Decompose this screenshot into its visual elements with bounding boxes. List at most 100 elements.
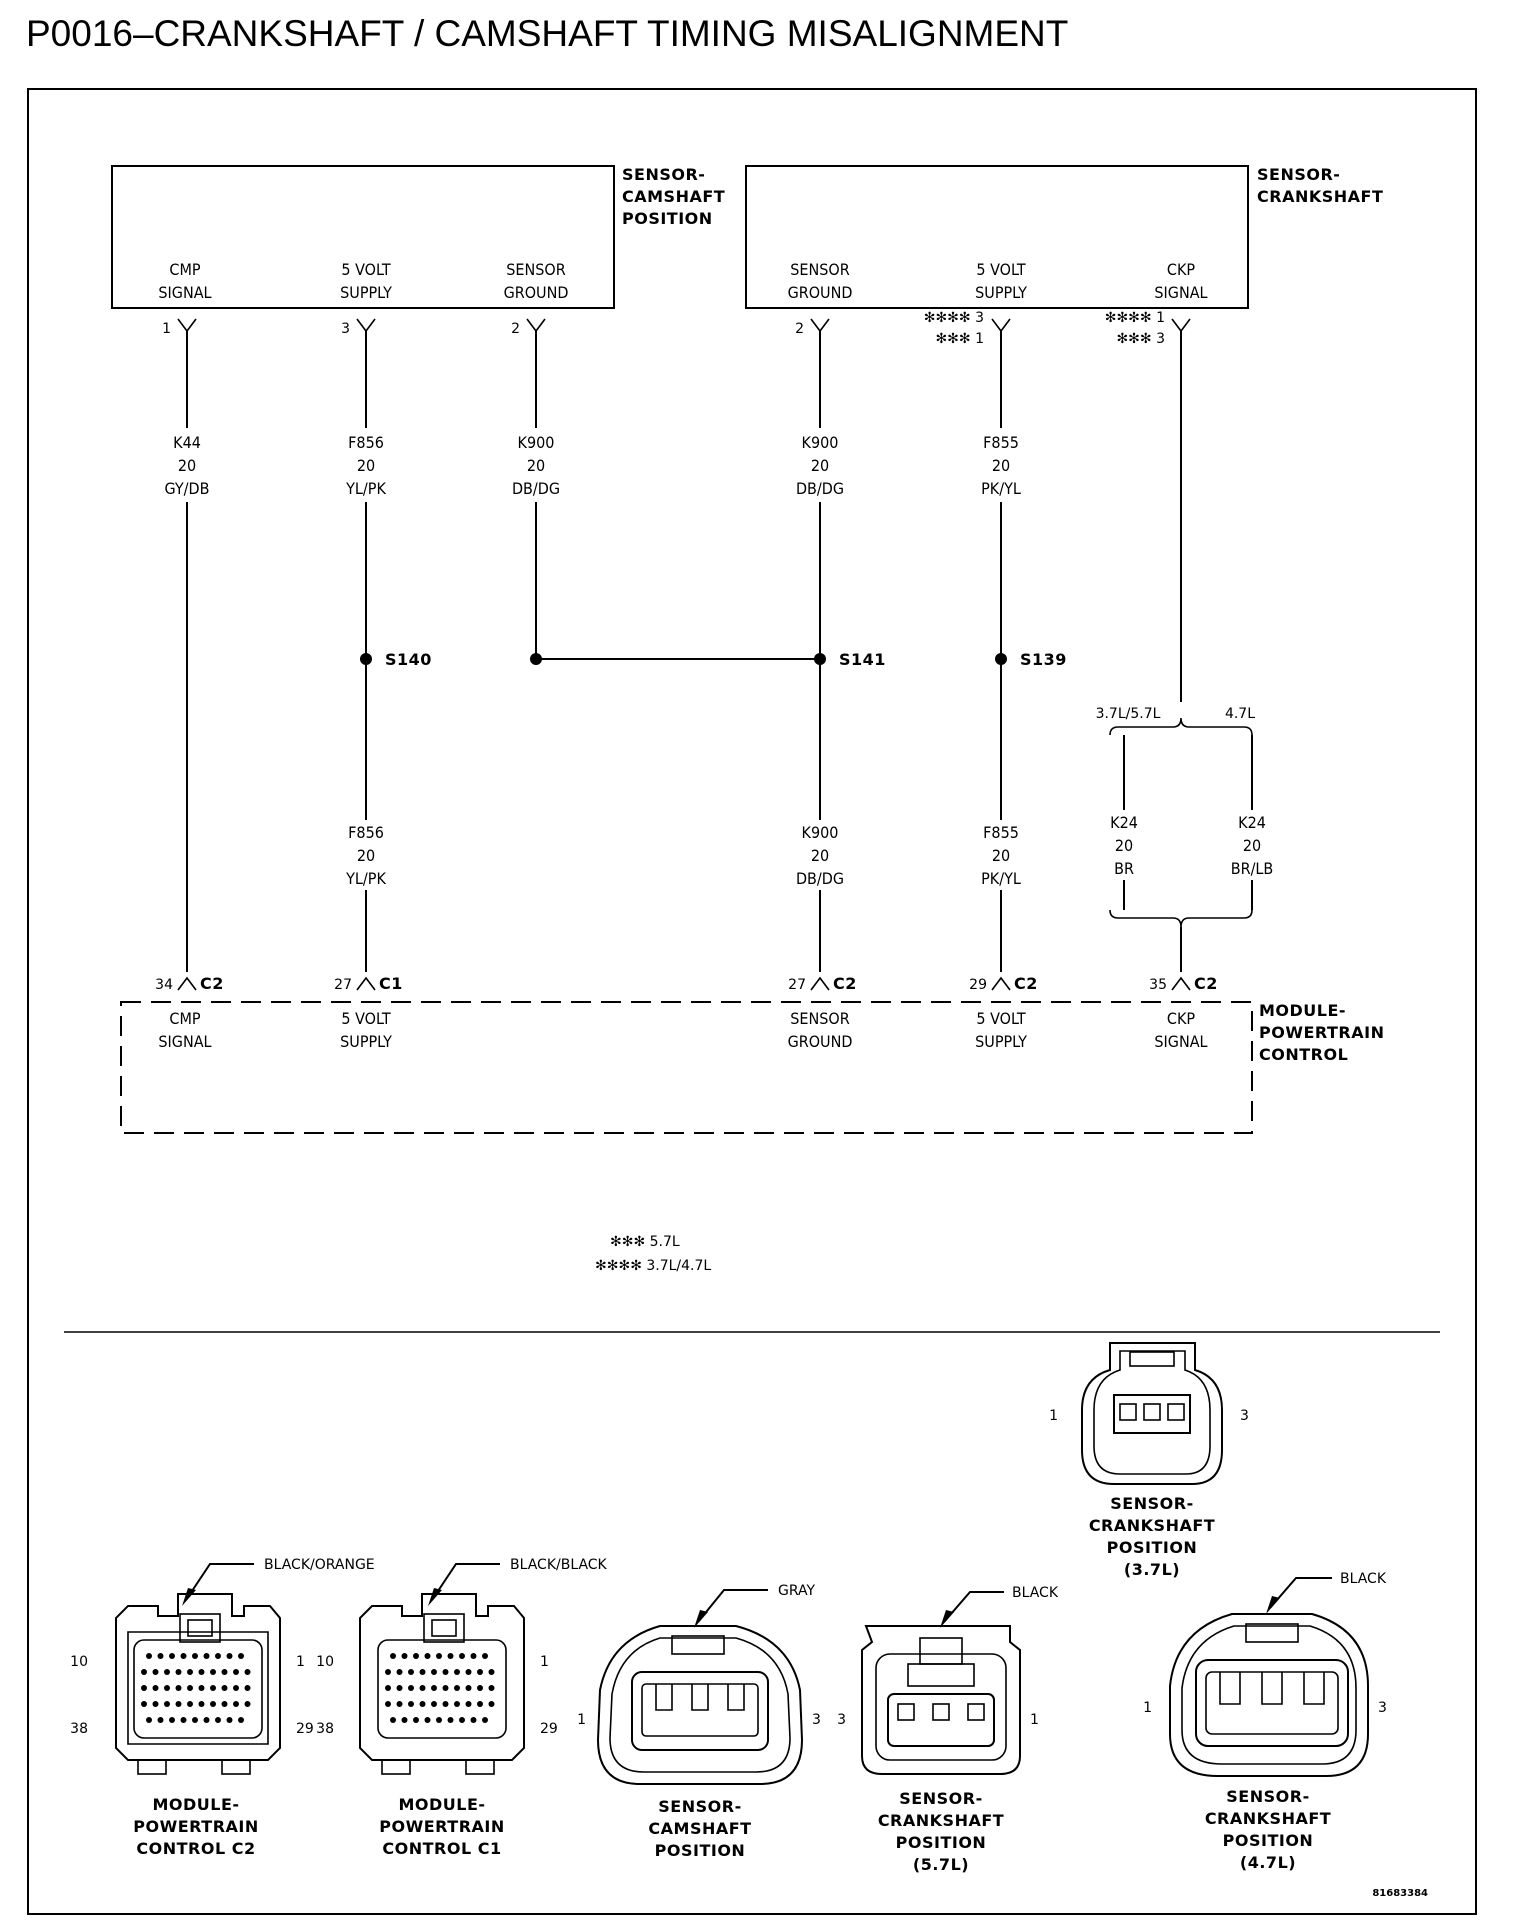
pin-cavity [244,1669,251,1675]
cmp-name-2: CAMSHAFT [622,187,725,206]
wire-color: DB/DG [512,479,560,498]
ckp-57-name: POSITION [896,1833,987,1852]
cmp-color: GRAY [778,1583,815,1599]
pin-cavity [210,1701,216,1707]
pin-cavity [157,1717,164,1723]
wire-circuit: K900 [518,433,555,452]
pin-cavity [187,1669,193,1675]
pin-cavity [447,1653,454,1659]
pcm-c2-name: CONTROL C2 [136,1839,255,1858]
pin-cavity [390,1653,396,1659]
ckp-57-arrow [940,1610,954,1628]
pcm-pin-number: 35 [1149,977,1167,993]
pcm-c2-pin: 29 [296,1721,314,1737]
pin-cavity [198,1669,205,1675]
pcm-c2-color: BLACK/ORANGE [264,1557,375,1573]
ckp-pin-label: SIGNAL [1154,283,1207,302]
ckp-47-name: CRANKSHAFT [1205,1809,1331,1828]
ckp-pin-label: SUPPLY [975,283,1027,302]
pin-cavity [488,1669,495,1675]
wire-gauge: 20 [992,456,1010,475]
pin-cavity [408,1685,414,1691]
pin-cavity [396,1701,403,1707]
pin-cavity [465,1685,472,1691]
engine-option-label: 3.7L/5.7L [1096,706,1161,722]
pin-cavity [210,1669,216,1675]
pcm-c1-name: POWERTRAIN [379,1817,504,1836]
pcm-name-1: MODULE- [1259,1001,1346,1020]
wire-gauge: 20 [527,456,545,475]
wire-gauge: 20 [1115,836,1133,855]
pin-cavity [244,1685,251,1691]
pcm-c1-arrow [428,1588,442,1606]
wire-gauge: 20 [357,846,375,865]
wire-circuit: F856 [348,433,384,452]
pin-cavity [238,1653,244,1659]
pcm-c1-pin: 29 [540,1721,558,1737]
pin-cavity [203,1653,210,1659]
cmp-name-3: POSITION [622,209,713,228]
pin-cavity [470,1653,477,1659]
pin-cavity [477,1685,483,1691]
pin-cavity [175,1685,182,1691]
ckp-37-pin: 1 [1049,1408,1058,1424]
cmp-name-1: SENSOR- [622,165,705,184]
sensor-pin-symbols [177,318,1191,333]
ckp-pin-label: 5 VOLT [976,260,1025,279]
wire-color: BR [1114,859,1134,878]
pin-cavity [454,1685,460,1691]
pcm-pin-symbols [177,976,1191,991]
pin-cavity [459,1653,465,1659]
pin-cavity [413,1653,419,1659]
pin-cavity [413,1717,419,1723]
pin-cavity [203,1717,210,1723]
pin-cavity [221,1701,228,1707]
pcm-pin-label: SUPPLY [340,1032,392,1051]
wire-gauge: 20 [1243,836,1261,855]
pin-cavity [385,1685,391,1691]
pin-cavity [390,1717,396,1723]
pin-cavity [436,1653,442,1659]
pcm-c2-pin-grid [141,1653,251,1723]
ckp-signal-pin-number: ✻✻✻ 3 [1116,331,1165,347]
pin-cavity [180,1653,187,1659]
pcm-c2-connector-view [115,1593,281,1775]
ckp-57-leader [943,1591,1004,1623]
wire-circuit: K900 [802,433,839,452]
wire-color: PK/YL [981,479,1021,498]
ckp-37-name: CRANKSHAFT [1089,1516,1215,1535]
pin-cavity [465,1669,472,1675]
wire-circuit: K24 [1238,813,1266,832]
pin-cavity [141,1669,147,1675]
cmp-pin: 3 [812,1712,821,1728]
ckp-signal-pin-number: ✻✻✻✻ 1 [1105,310,1165,326]
pcm-pin-label: SENSOR [790,1009,849,1028]
cmp-connector-view [596,1625,804,1785]
pin-cavity [226,1653,233,1659]
pin-cavity [424,1653,431,1659]
pcm-c1-pin: 1 [540,1654,549,1670]
pin-cavity [215,1653,221,1659]
ckp-37-pin: 3 [1240,1408,1249,1424]
pcm-pin-label: GROUND [788,1032,853,1051]
pin-cavity [431,1669,437,1675]
pin-cavity [226,1717,233,1723]
pin-cavity [419,1685,426,1691]
splice-label: S141 [839,650,886,669]
pcm-pin-number: 27 [334,977,352,993]
pin-cavity [419,1669,426,1675]
pin-cavity [431,1685,437,1691]
pin-cavity [233,1701,239,1707]
pin-cavity [180,1717,187,1723]
ckp-47-arrow [1266,1596,1280,1614]
cmp-pin-label: CMP [169,260,200,279]
pin-cavity [164,1669,170,1675]
cmp-pin-label: SENSOR [506,260,565,279]
pin-cavity [431,1701,437,1707]
pcm-connector-id: C2 [1014,974,1038,993]
wire-color: BR/LB [1231,859,1274,878]
pin-cavity [233,1669,239,1675]
pin-cavity [152,1701,159,1707]
cmp-leader [697,1589,768,1623]
